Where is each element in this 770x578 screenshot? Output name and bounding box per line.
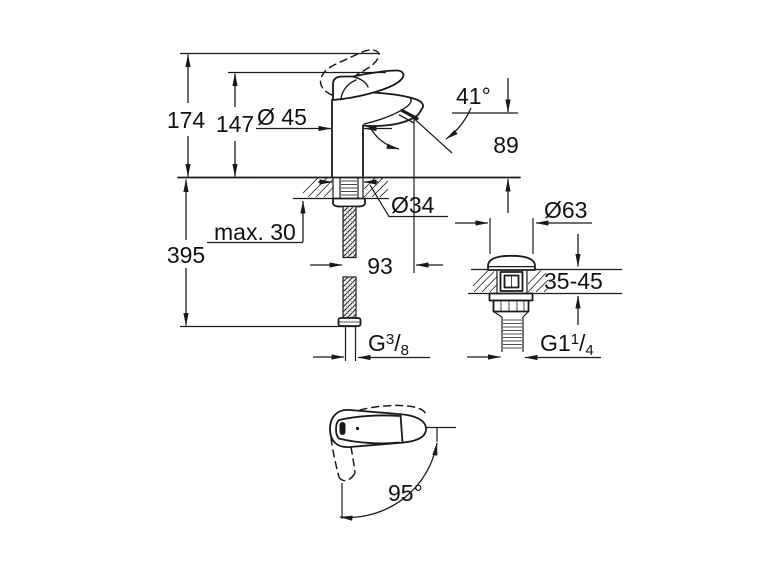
label-supply-thread: G3/8 <box>368 330 409 359</box>
spout-inner-curve <box>363 98 412 125</box>
shank-thread-ticks <box>341 180 357 196</box>
ext-lines-dia63 <box>489 218 534 254</box>
label-total-height: 174 <box>167 107 206 133</box>
handle-tip-divider <box>399 413 404 444</box>
cartridge-dome-line <box>340 79 357 100</box>
dim-dia34-leader <box>369 184 448 218</box>
dimension-labels: 174 147 Ø 45 41° 89 Ø34 max. 30 395 93 G… <box>167 83 603 506</box>
handle-top-dashed-upper <box>359 404 427 415</box>
supply-thread-numerator: 3 <box>386 331 394 348</box>
aerator-lower-line <box>398 114 415 124</box>
handle-dot-mark <box>355 426 360 431</box>
drain-hole-edges <box>496 271 528 293</box>
label-drain-thread: G11/4 <box>540 330 594 359</box>
drain-thread-slash: / <box>579 330 586 356</box>
label-drain-deck-range: 35-45 <box>544 268 603 294</box>
drain-thread-numerator: 1 <box>571 331 579 348</box>
dim-95deg-arc <box>339 442 438 521</box>
drain-taper <box>493 310 529 318</box>
supply-thread-prefix: G <box>368 330 386 356</box>
mounting-nut <box>332 197 366 208</box>
label-handle-swing-angle: 95° <box>388 480 423 506</box>
handle-top-view <box>329 404 456 521</box>
drain-stem-outer <box>499 271 524 292</box>
supply-thread-slash: / <box>394 330 401 356</box>
drain-thread-prefix: G1 <box>540 330 571 356</box>
label-max-counter-thickness: max. 30 <box>214 219 296 245</box>
drain-nut-notches <box>500 300 525 312</box>
hose-braid-upper <box>342 205 357 259</box>
drain-hatch-left <box>472 270 498 293</box>
shank-edges <box>339 177 359 198</box>
label-spout-reach: 93 <box>367 253 393 279</box>
label-handle-height: 147 <box>216 111 254 137</box>
handle-inner-line <box>351 75 369 88</box>
stream-direction-line <box>408 113 453 154</box>
handle-logo-mark <box>339 422 346 435</box>
drain-thread-denominator: 4 <box>585 342 593 359</box>
faucet-side-view <box>319 49 453 178</box>
drain-pipe-edges <box>501 317 524 352</box>
label-aerator-angle: 41° <box>456 83 491 109</box>
dim-41deg-leader <box>445 107 472 140</box>
drain-pipe-threads <box>503 319 522 349</box>
label-spout-outlet-height: 89 <box>493 132 519 158</box>
drain-valve <box>468 254 622 352</box>
dimension-lines <box>180 52 601 361</box>
handle-outline <box>332 69 405 101</box>
supply-thread-denominator: 8 <box>401 342 409 359</box>
label-hose-length: 395 <box>167 242 205 268</box>
counter-hatch-left <box>302 177 334 198</box>
handle-raised-dashed-outline <box>319 49 380 96</box>
supply-hose <box>337 205 362 361</box>
drain-body-ring <box>488 292 534 302</box>
drain-cap-dome <box>487 254 536 271</box>
drain-nut <box>492 299 530 313</box>
connector-pipe-edges <box>344 326 357 361</box>
label-body-diameter: Ø 45 <box>257 104 307 130</box>
label-mounting-hole-diameter: Ø34 <box>391 192 435 218</box>
countertop-section <box>177 176 521 208</box>
label-drain-flange-diameter: Ø63 <box>544 197 587 223</box>
drain-hatch-right <box>527 270 549 293</box>
hose-braid-lower <box>342 276 357 319</box>
